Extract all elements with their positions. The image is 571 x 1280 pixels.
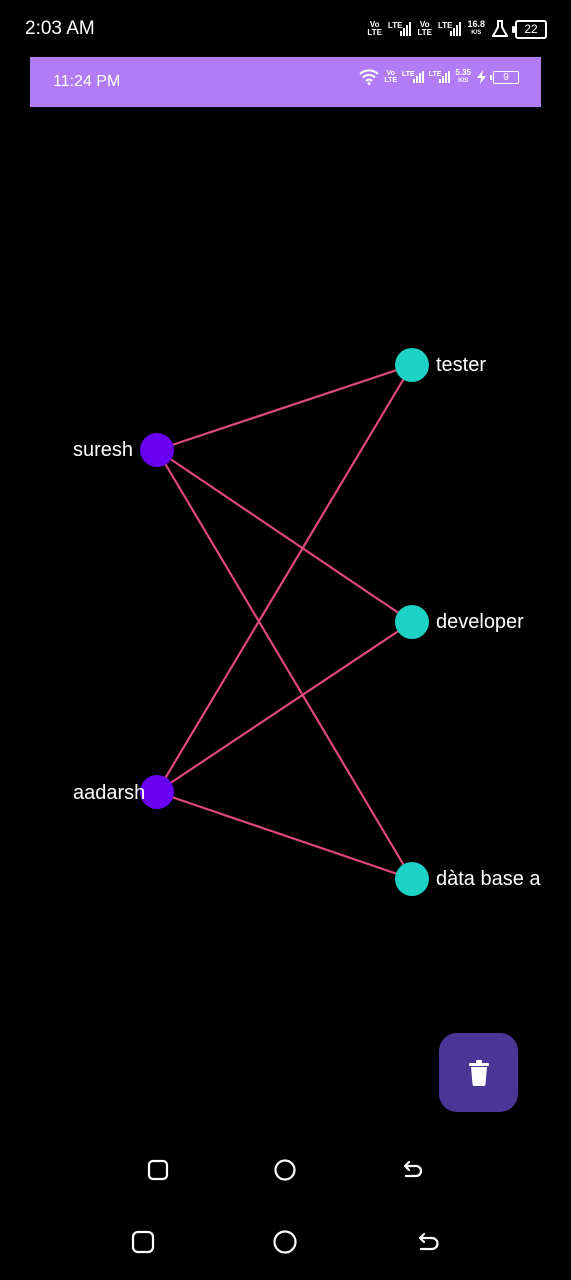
system-back-button[interactable] — [407, 1222, 447, 1262]
edge-aadarsh-database — [154, 789, 415, 882]
graph-canvas — [140, 348, 429, 896]
recents-square-icon — [147, 1159, 169, 1181]
battery-icon: 22 — [512, 19, 547, 39]
edge-aadarsh-developer — [155, 620, 414, 794]
node-database[interactable] — [395, 862, 429, 896]
inner-battery-icon: 9 — [490, 70, 519, 84]
home-button[interactable] — [265, 1150, 305, 1190]
app-navigation-bar — [0, 1150, 571, 1190]
node-label-tester: tester — [436, 354, 487, 376]
node-label-aadarsh: aadarsh — [73, 782, 146, 804]
node-suresh[interactable] — [140, 433, 174, 467]
system-home-button[interactable] — [265, 1222, 305, 1262]
recents-button[interactable] — [138, 1150, 178, 1190]
edge-aadarsh-tester — [155, 363, 414, 794]
recents-square-icon — [131, 1230, 155, 1254]
edge-suresh-developer — [155, 448, 414, 624]
back-button[interactable] — [392, 1150, 432, 1190]
charging-bolt-icon — [477, 70, 486, 84]
wifi-icon — [359, 69, 380, 85]
system-recents-button[interactable] — [123, 1222, 163, 1262]
node-label-suresh: suresh — [73, 439, 134, 461]
status-time: 2:03 AM — [25, 18, 95, 39]
back-arrow-icon — [418, 1232, 439, 1251]
lte-signal-icon: LTE — [388, 22, 412, 36]
home-circle-icon — [273, 1230, 297, 1254]
node-tester[interactable] — [395, 348, 429, 382]
node-aadarsh[interactable] — [140, 775, 174, 809]
lte-signal-icon-2: LTE — [438, 22, 462, 36]
back-arrow-icon — [403, 1160, 423, 1178]
flask-icon — [492, 20, 508, 37]
system-navigation-bar — [0, 1222, 571, 1262]
bipartite-graph: suresh aadarsh tester developer dàta bas… — [0, 108, 571, 1108]
delete-fab-button[interactable] — [439, 1033, 518, 1112]
inner-lte-signal-icon-2: LTE — [429, 71, 451, 83]
inner-lte-signal-icon: LTE — [402, 71, 424, 83]
node-label-database: dàta base a — [436, 868, 541, 890]
edge-suresh-tester — [154, 362, 415, 453]
node-label-developer: developer — [436, 611, 524, 633]
edge-suresh-database — [155, 448, 414, 881]
trash-icon — [468, 1059, 489, 1086]
home-circle-icon — [274, 1159, 296, 1181]
node-developer[interactable] — [395, 605, 429, 639]
edges-layer — [154, 362, 415, 882]
nodes-layer — [140, 348, 429, 896]
inner-status-time: 11:24 PM — [53, 73, 121, 90]
